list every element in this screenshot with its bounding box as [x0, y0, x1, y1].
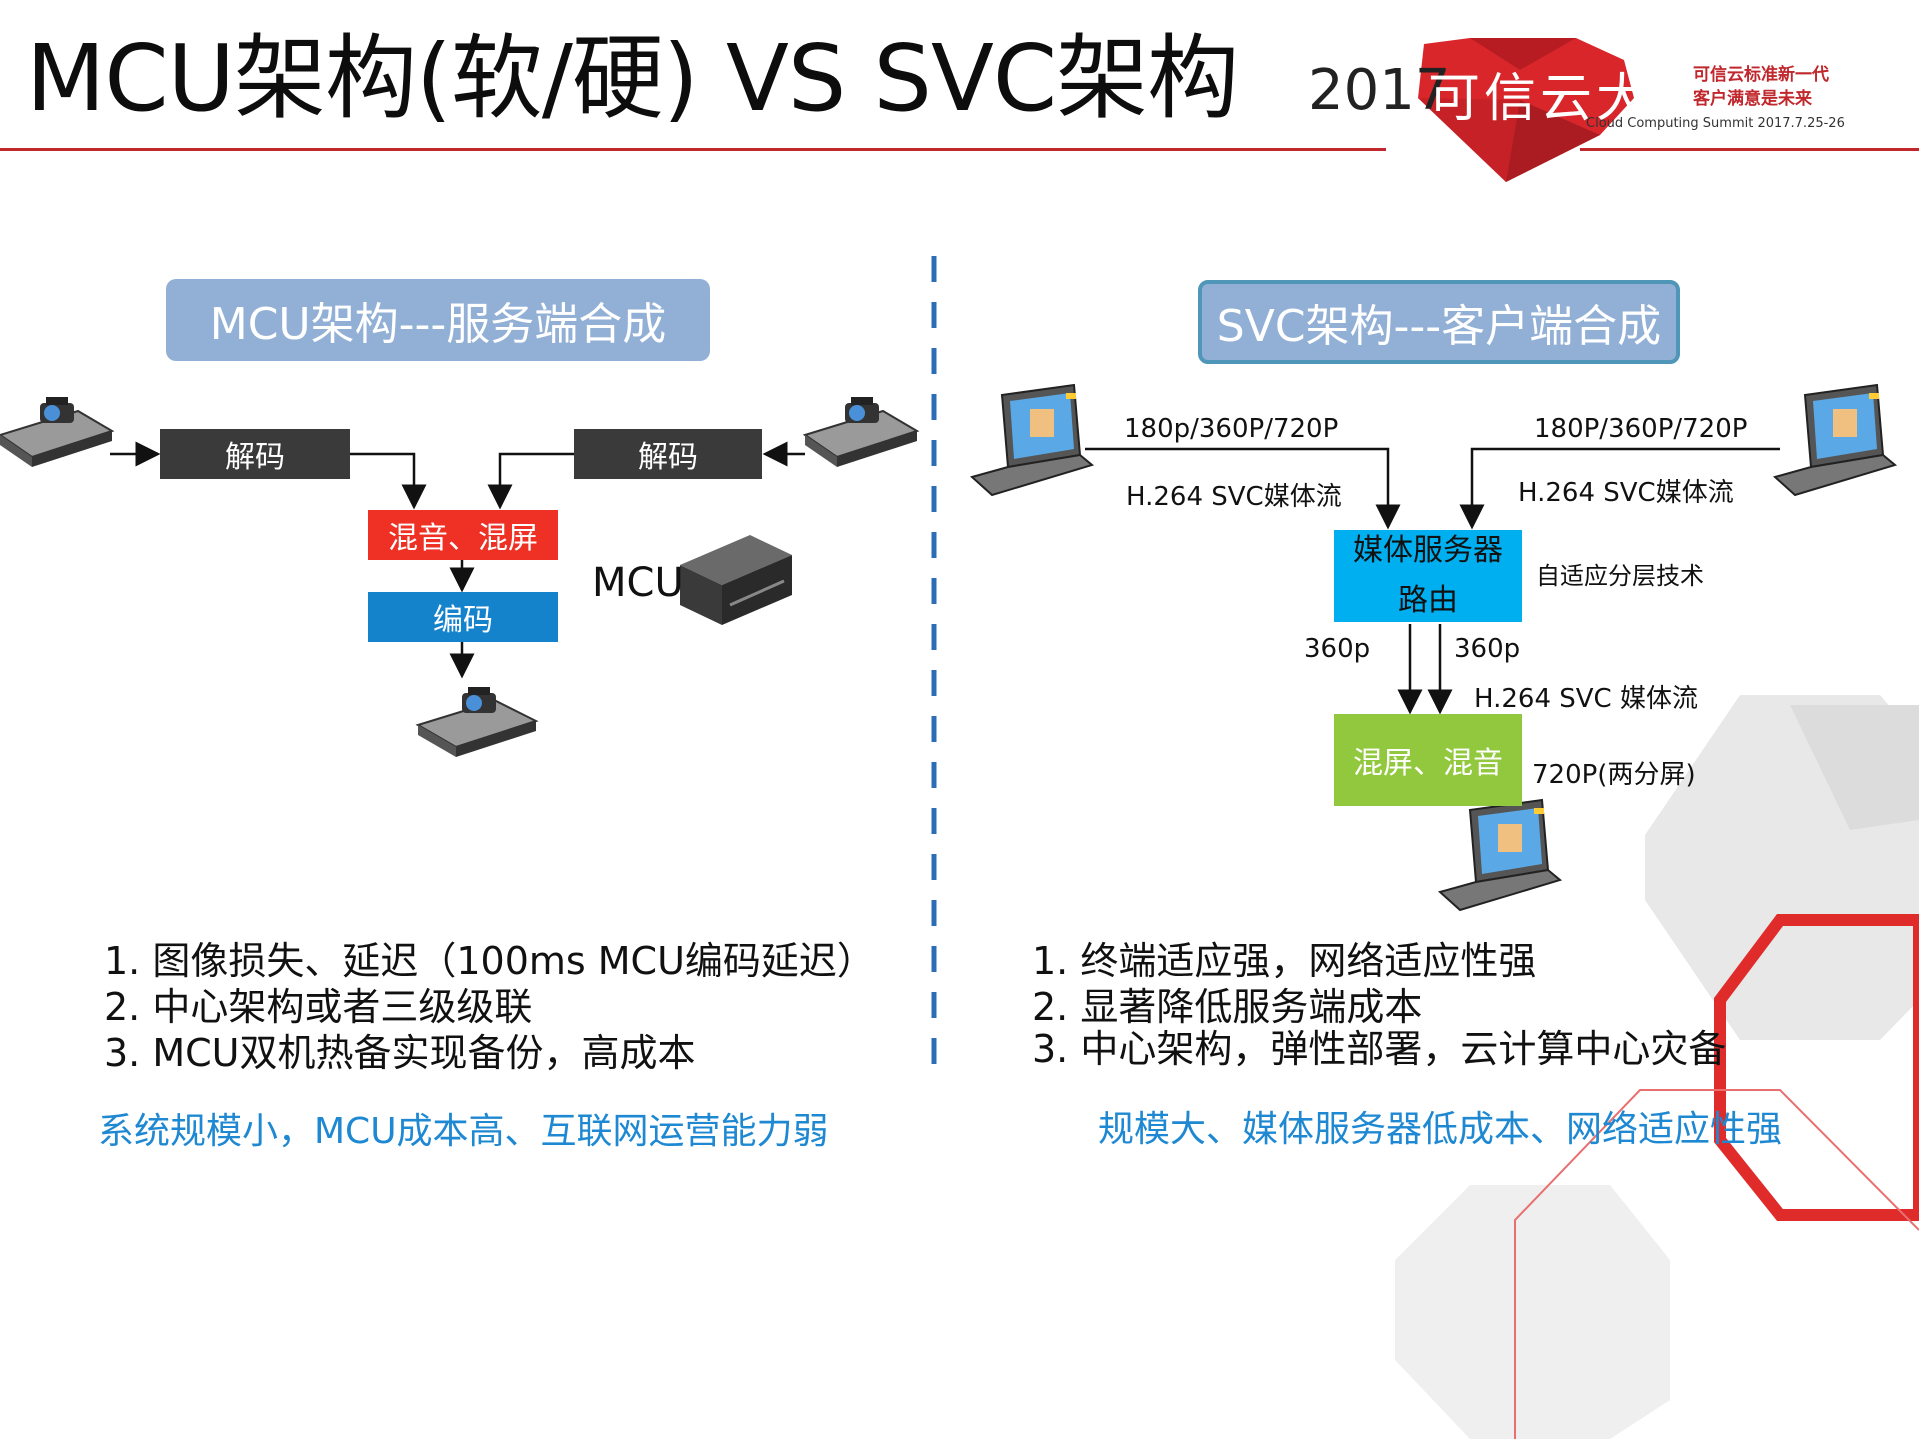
- logo-name: 可信云大会: [1428, 69, 1709, 129]
- logo-year: 2017: [1308, 58, 1451, 123]
- svc-point-3: 3. 中心架构，弹性部署，云计算中心灾备: [1032, 1027, 1727, 1071]
- svc-down-right-label: 360p: [1454, 634, 1521, 664]
- svc-output-label: 720P(两分屏): [1532, 760, 1696, 790]
- mcu-server-icon: [680, 535, 792, 625]
- mcu-server-label: MCU: [592, 560, 684, 606]
- svc-down-left-label: 360p: [1304, 634, 1371, 664]
- mcu-point-3: 3. MCU双机热备实现备份，高成本: [104, 1031, 696, 1075]
- svc-media-server-box: 媒体服务器 路由: [1334, 530, 1522, 622]
- arrow-laptop-left-to-server: [1085, 447, 1401, 530]
- page-title: MCU架构(软/硬) VS SVC架构: [26, 25, 1239, 132]
- laptop-icon-bottom: [1437, 798, 1563, 912]
- video-camera-icon-left: [0, 397, 115, 467]
- svc-stream-right: H.264 SVC媒体流: [1518, 478, 1734, 508]
- arrow-decode-right-to-mix: [487, 452, 574, 510]
- video-camera-icon-right: [802, 397, 920, 467]
- title-underline-right: [1580, 148, 1919, 151]
- svc-adaptive-label: 自适应分层技术: [1536, 562, 1704, 590]
- mcu-point-1: 1. 图像损失、延迟（100ms MCU编码延迟）: [104, 939, 875, 983]
- svc-resolution-left: 180p/360P/720P: [1124, 414, 1339, 444]
- mcu-summary: 系统规模小，MCU成本高、互联网运营能力弱: [98, 1111, 829, 1152]
- laptop-icon-left: [969, 383, 1095, 497]
- svc-point-2: 2. 显著降低服务端成本: [1032, 985, 1423, 1029]
- mcu-section-header: MCU架构---服务端合成: [166, 279, 710, 361]
- svc-stream-left: H.264 SVC媒体流: [1126, 482, 1342, 512]
- mcu-decode-left-box: 解码: [160, 429, 350, 479]
- svc-point-1: 1. 终端适应强，网络适应性强: [1032, 939, 1537, 983]
- svc-mix-box: 混屏、混音: [1334, 714, 1522, 806]
- mcu-mix-box: 混音、混屏: [368, 510, 558, 560]
- mcu-encode-box: 编码: [368, 592, 558, 642]
- logo-slogan-line1: 可信云标准新一代: [1693, 65, 1829, 85]
- svc-resolution-right: 180P/360P/720P: [1534, 414, 1748, 444]
- svc-stream-down: H.264 SVC 媒体流: [1474, 684, 1698, 714]
- decor-hexagon-gray-bottom: [1395, 1185, 1670, 1439]
- decor-hexagon-red-outline: [1714, 914, 1919, 1221]
- svc-section-header: SVC架构---客户端合成: [1198, 280, 1680, 364]
- arrow-laptop-right-to-server: [1459, 447, 1780, 530]
- logo-subtitle: Cloud Computing Summit 2017.7.25-26: [1586, 116, 1845, 131]
- svc-summary: 规模大、媒体服务器低成本、网络适应性强: [1098, 1109, 1783, 1150]
- decor-hexagon-gray-small: [1790, 705, 1919, 830]
- mcu-point-2: 2. 中心架构或者三级级联: [104, 985, 533, 1029]
- title-underline-left: [0, 148, 1386, 151]
- logo-slogan-line2: 客户满意是未来: [1693, 89, 1812, 109]
- laptop-icon-right: [1772, 383, 1898, 497]
- arrow-decode-left-to-mix: [350, 452, 427, 510]
- decor-thin-red-line: [1514, 1089, 1919, 1439]
- mcu-decode-right-box: 解码: [574, 429, 762, 479]
- svc-server-line1: 媒体服务器: [1353, 533, 1503, 568]
- video-camera-icon-bottom: [415, 687, 539, 757]
- svc-server-line2: 路由: [1398, 583, 1458, 618]
